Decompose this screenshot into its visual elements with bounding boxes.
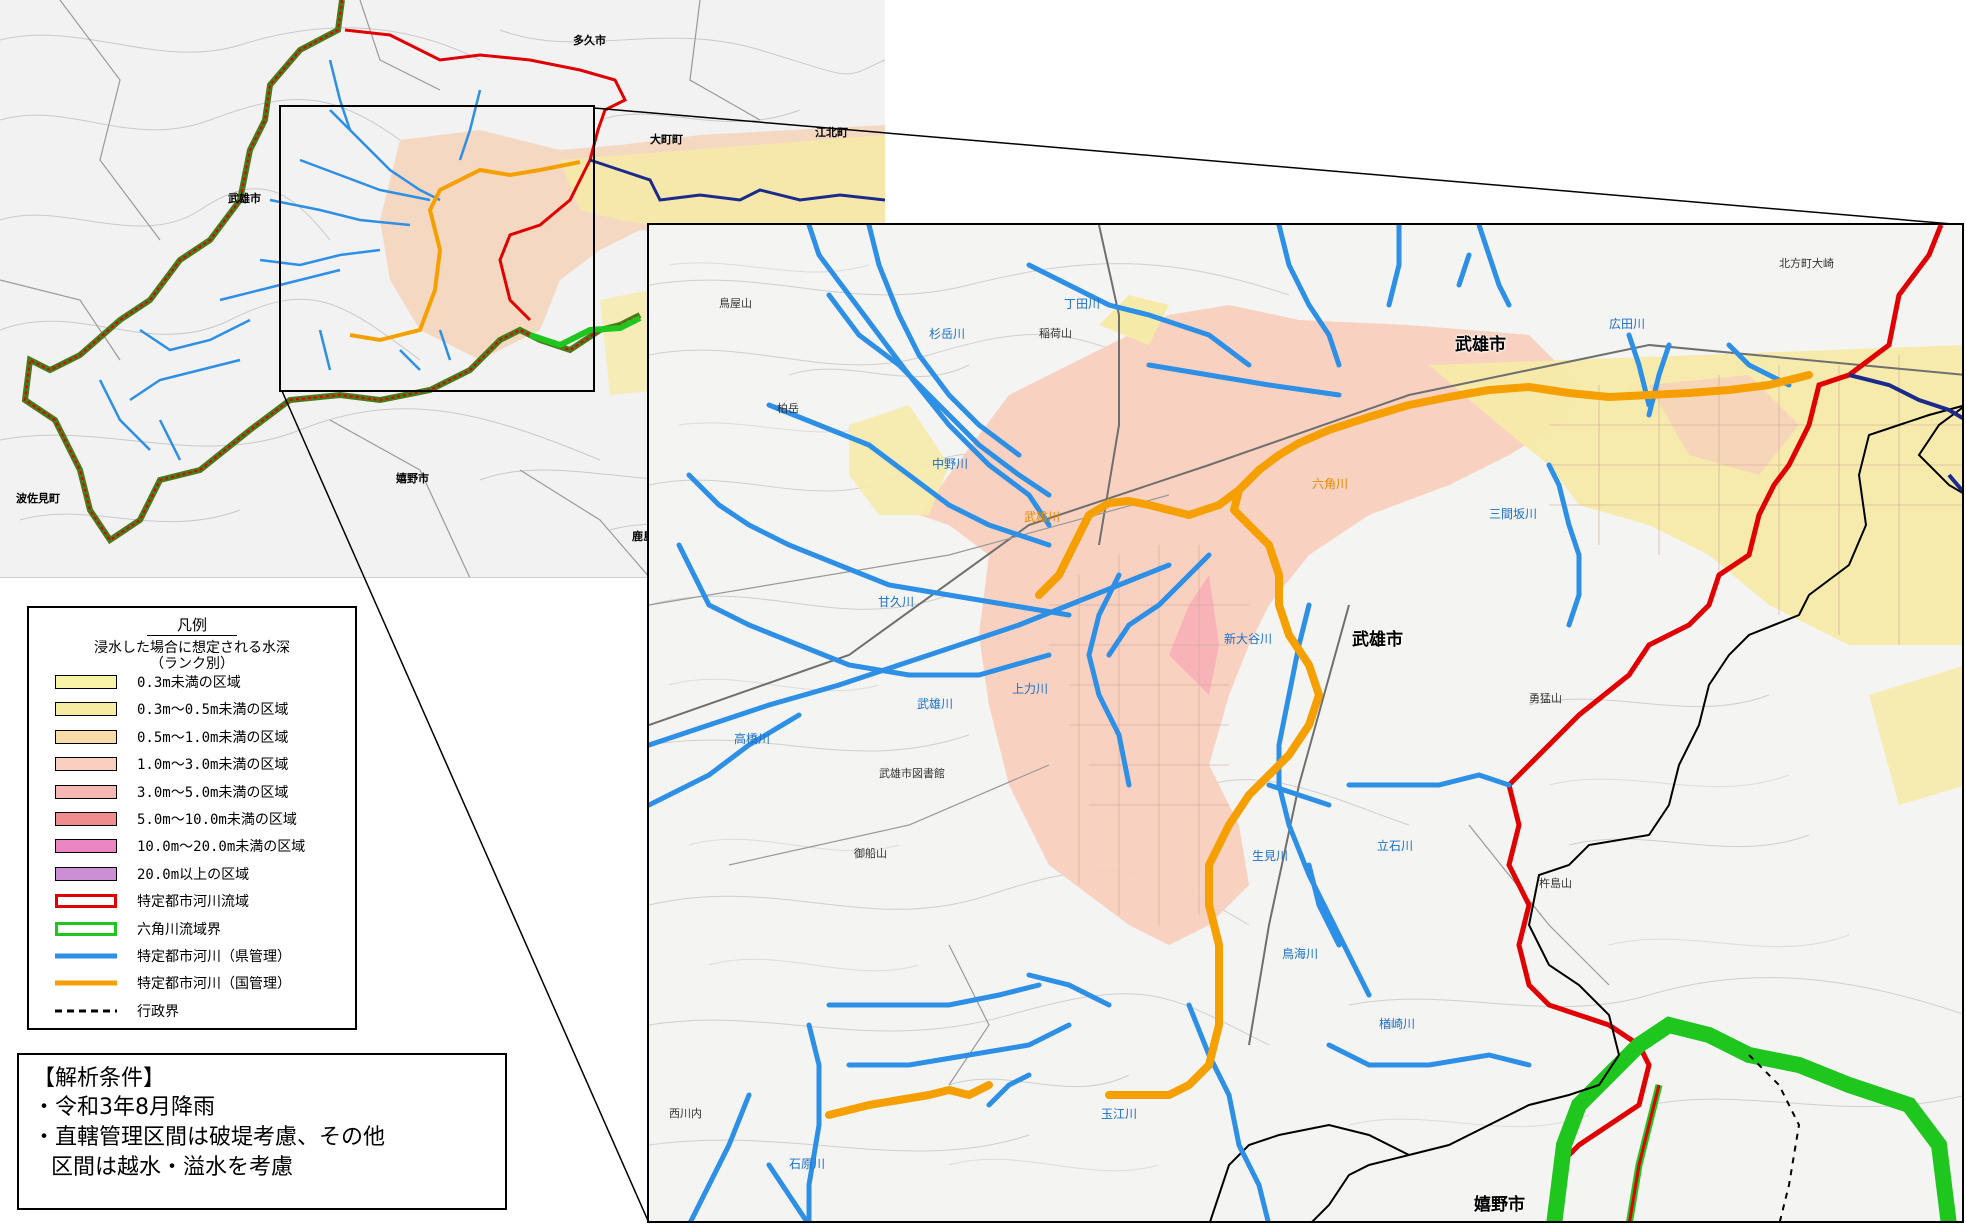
- legend-item: 特定都市河川（県管理）: [55, 945, 291, 967]
- legend-item: 六角川流域界: [55, 918, 221, 940]
- river-label-mimasaka: 三間坂川: [1489, 507, 1538, 521]
- river-label-takahashi: 高橋川: [734, 732, 771, 746]
- legend-item: 10.0m～20.0m未満の区域: [55, 835, 305, 857]
- legend-label: 5.0m～10.0m未満の区域: [137, 812, 297, 828]
- river-label-narasaki: 楢崎川: [1379, 1017, 1416, 1031]
- city-label-takeo-center: 武雄市: [1352, 630, 1403, 650]
- legend-item: 特定都市河川流域: [55, 890, 249, 912]
- legend-label: 0.5m～1.0m未満の区域: [137, 729, 289, 746]
- river-label-ikimi: 生見川: [1252, 849, 1289, 863]
- legend-swatch: [55, 866, 117, 881]
- legend-swatch: [55, 921, 117, 936]
- city-label-ureshino: 嬉野市: [1474, 1195, 1525, 1215]
- river-label-takeo-main: 武雄川: [1024, 510, 1061, 524]
- legend-subtitle: 浸水した場合に想定される水深 （ランク別）: [29, 640, 355, 672]
- place-label-kohoku: 江北町: [815, 126, 848, 139]
- legend-label: 1.0m～3.0m未満の区域: [137, 757, 289, 774]
- legend-label: 20.0m以上の区域: [137, 866, 250, 883]
- river-label-nakano: 中野川: [932, 457, 969, 471]
- river-label-joriki: 上力川: [1012, 682, 1049, 696]
- place-label-inari: 稲荷山: [1039, 327, 1072, 340]
- legend-label: 0.3m未満の区域: [137, 675, 241, 691]
- legend-label: 特定都市河川流域: [137, 894, 249, 911]
- river-label-choda: 丁田川: [1064, 297, 1101, 311]
- river-label-sugitake: 杉岳川: [929, 327, 966, 341]
- legend-label: 行政界: [137, 1003, 179, 1020]
- legend-item: 5.0m～10.0m未満の区域: [55, 808, 297, 830]
- place-label-takeo: 武雄市: [228, 192, 261, 205]
- river-label-tamae: 玉江川: [1101, 1107, 1138, 1121]
- legend-subtitle-line1: 浸水した場合に想定される水深: [94, 640, 290, 656]
- legend-label: 0.3m～0.5m未満の区域: [137, 702, 289, 719]
- river-label-ishihara: 石原川: [789, 1157, 826, 1171]
- river-label-tateishi: 立石川: [1377, 839, 1414, 853]
- place-label-kishimayama: 杵島山: [1539, 877, 1572, 890]
- place-label-kitagata: 北方町大崎: [1779, 257, 1834, 270]
- legend-item: 特定都市河川（国管理）: [55, 972, 291, 994]
- river-label-amagu: 甘久川: [878, 595, 915, 609]
- place-label-hasami: 波佐見町: [16, 492, 60, 505]
- legend-item: 1.0m～3.0m未満の区域: [55, 753, 288, 775]
- legend-label: 六角川流域界: [137, 921, 221, 938]
- map-legend: 凡例 浸水した場合に想定される水深 （ランク別） 0.3m未満の区域 0.3m～0…: [27, 606, 357, 1030]
- river-label-takeo: 武雄川: [917, 697, 954, 711]
- condition-rainfall: ・令和3年8月降雨: [33, 1095, 215, 1120]
- legend-swatch: [55, 702, 117, 717]
- legend-label: 3.0m～5.0m未満の区域: [137, 784, 289, 801]
- place-label-kashiwadake: 柏岳: [777, 402, 799, 415]
- legend-item: 3.0m～5.0m未満の区域: [55, 781, 288, 803]
- place-label-omachi: 大町町: [650, 133, 683, 146]
- legend-item: 0.3m未満の区域: [55, 671, 241, 693]
- river-label-shin-otani: 新大谷川: [1224, 632, 1273, 646]
- legend-label: 特定都市河川（県管理）: [137, 949, 291, 965]
- legend-swatch: [55, 839, 117, 854]
- river-label-hirota: 広田川: [1609, 317, 1646, 331]
- legend-label: 10.0m～20.0m未満の区域: [137, 839, 306, 856]
- place-label-yumoyama: 勇猛山: [1529, 692, 1562, 705]
- legend-item: 0.3m～0.5m未満の区域: [55, 698, 288, 720]
- legend-swatch: [55, 757, 117, 772]
- legend-line-swatch: [55, 953, 117, 959]
- place-label-library: 武雄市図書館: [879, 767, 945, 780]
- legend-title: 凡例: [29, 614, 355, 636]
- legend-item: 0.5m～1.0m未満の区域: [55, 726, 288, 748]
- place-label-taku: 多久市: [573, 34, 606, 47]
- place-label-toriya: 鳥屋山: [719, 297, 752, 310]
- legend-item: 20.0m以上の区域: [55, 863, 249, 885]
- place-label-mifuneyama: 御船山: [854, 847, 887, 860]
- river-label-rokkaku: 六角川: [1312, 477, 1349, 491]
- legend-swatch: [55, 784, 117, 799]
- legend-swatch: [55, 675, 117, 689]
- detail-map-canvas: [649, 225, 1962, 1221]
- city-label-takeo-north: 武雄市: [1455, 335, 1506, 355]
- legend-subtitle-line2: （ランク別）: [150, 656, 234, 672]
- detail-map[interactable]: 武雄市 武雄市 嬉野市 武雄川 六角川 甘久川 中野川 杉岳川 丁田川 広田川 …: [647, 223, 1964, 1223]
- conditions-title: 【解析条件】: [33, 1066, 166, 1091]
- legend-label: 特定都市河川（国管理）: [137, 976, 291, 993]
- legend-line-swatch: [55, 1009, 117, 1013]
- legend-line-swatch: [55, 980, 117, 986]
- place-label-ureshino: 嬉野市: [396, 472, 429, 485]
- analysis-conditions-box: 【解析条件】 ・令和3年8月降雨 ・直轄管理区間は破堤考慮、その他 区間は越水・…: [17, 1053, 507, 1210]
- condition-breach: ・直轄管理区間は破堤考慮、その他: [33, 1125, 386, 1150]
- legend-swatch: [55, 812, 117, 826]
- legend-item: 行政界: [55, 1000, 179, 1022]
- condition-overflow: 区間は越水・溢水を考慮: [51, 1155, 294, 1180]
- legend-swatch: [55, 729, 117, 744]
- place-label-nishikawachi: 西川内: [669, 1107, 702, 1120]
- river-label-toriumi: 鳥海川: [1282, 947, 1319, 961]
- legend-swatch: [55, 894, 117, 909]
